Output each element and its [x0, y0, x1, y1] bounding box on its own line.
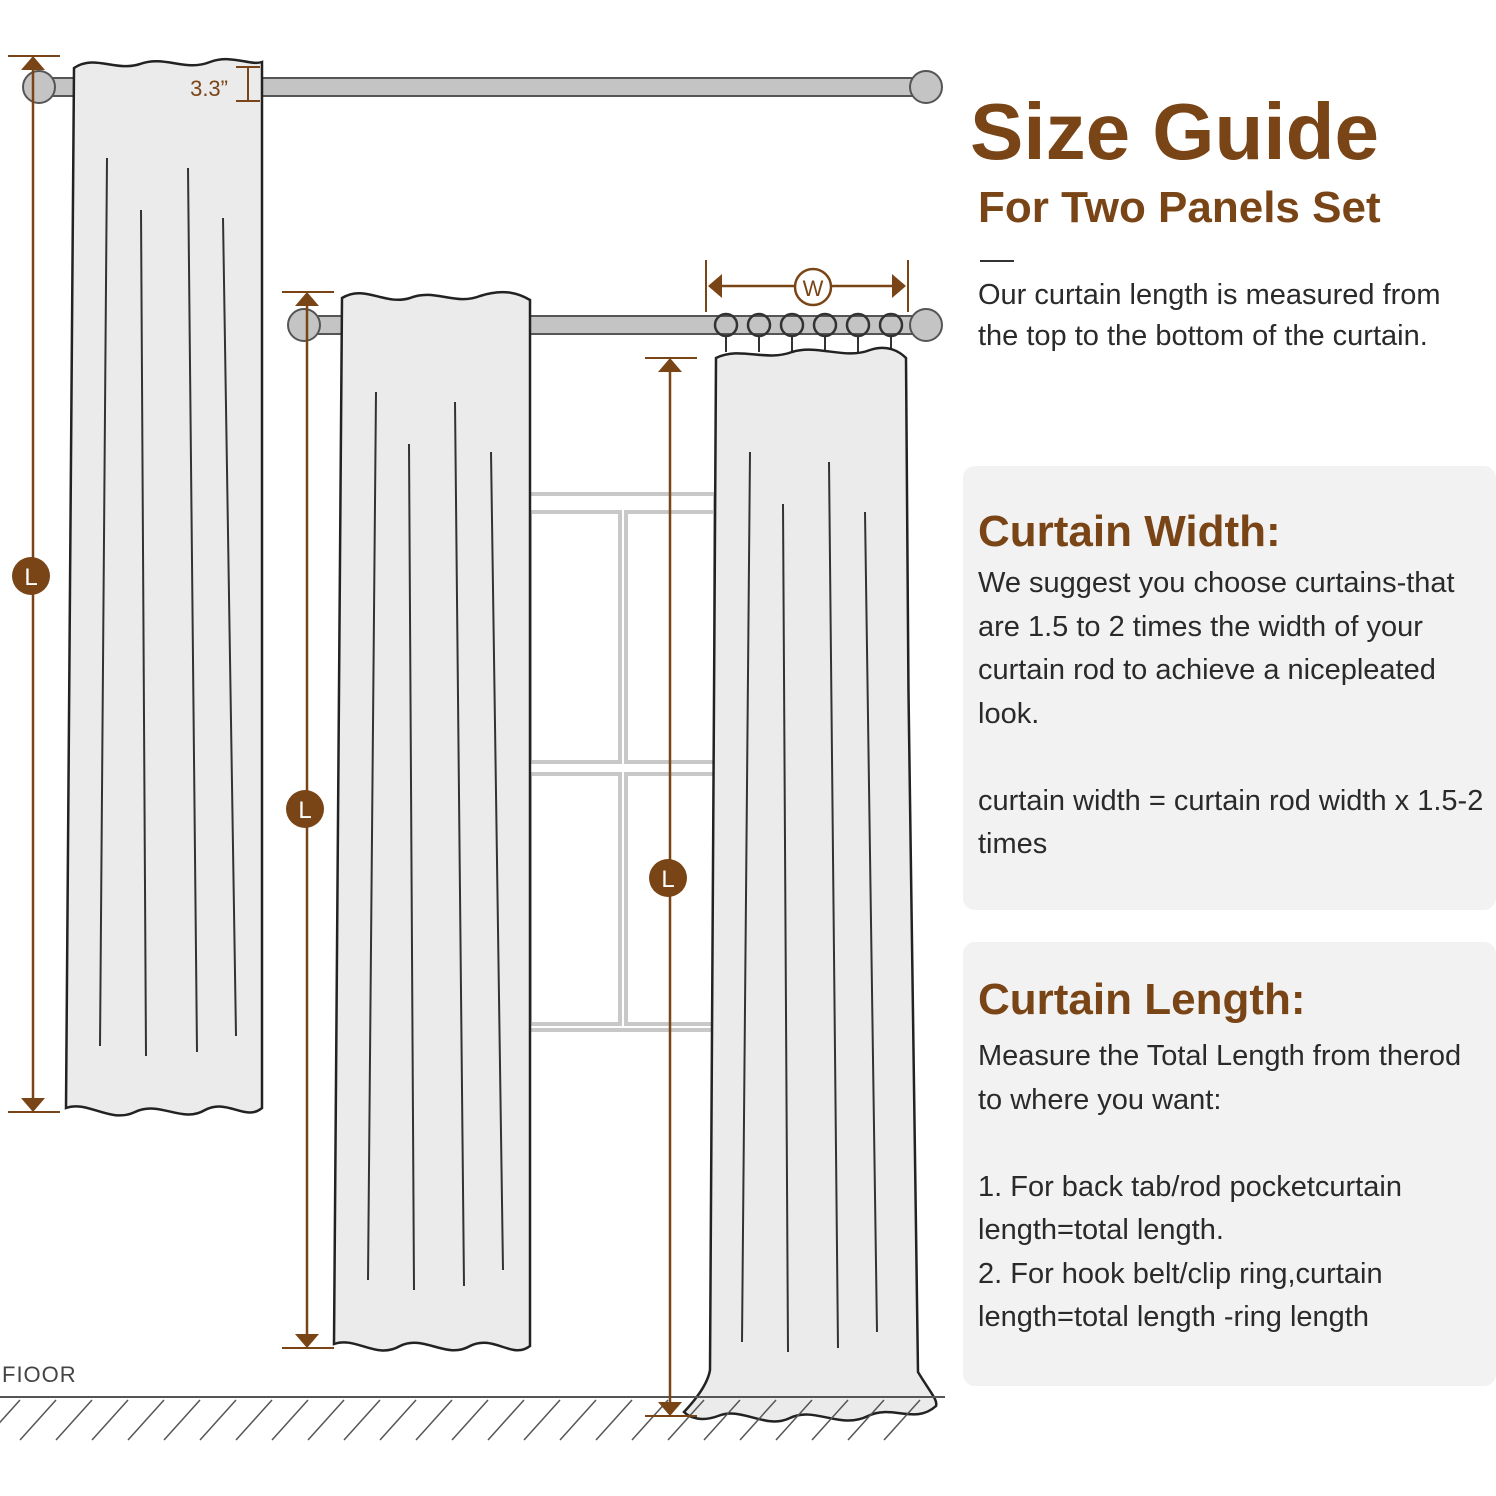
- page-title: Size Guide: [970, 87, 1379, 176]
- floor-hatch-line: [0, 1399, 21, 1424]
- curtain-diagram: L L L W 3.3”: [0, 55, 945, 1441]
- curtain-panel-clip-ring: [682, 346, 938, 1423]
- window: [518, 492, 718, 1032]
- svg-text:L: L: [24, 564, 37, 591]
- curtain-width-title: Curtain Width:: [978, 507, 1281, 556]
- floor-hatch-line: [127, 1399, 165, 1441]
- floor-hatch-line: [487, 1399, 525, 1441]
- curtain-length-card: Curtain Length: Measure the Total Length…: [963, 942, 1496, 1386]
- gap-dimension: [236, 66, 260, 102]
- svg-text:W: W: [803, 276, 824, 301]
- floor-label: FIOOR: [2, 1362, 77, 1387]
- page-subtitle: For Two Panels Set: [978, 183, 1381, 232]
- curtain-panel-grommet: [64, 57, 264, 1117]
- divider: [980, 260, 1014, 262]
- floor-hatch-line: [271, 1399, 309, 1441]
- svg-text:L: L: [298, 797, 311, 824]
- curtain-panel-rod-pocket: [332, 290, 532, 1352]
- floor-hatch-line: [307, 1399, 345, 1441]
- floor-hatch-line: [55, 1399, 93, 1441]
- width-marker: W: [793, 267, 833, 307]
- clip-rings: [713, 312, 904, 352]
- length-marker-1: L: [12, 557, 50, 595]
- floor-hatch-line: [703, 1399, 741, 1441]
- floor-hatch-line: [19, 1399, 57, 1441]
- floor: [0, 1396, 945, 1441]
- floor-hatch-line: [667, 1399, 705, 1441]
- floor-hatch-line: [91, 1399, 129, 1441]
- gap-label: 3.3”: [190, 76, 228, 101]
- floor-hatch-line: [847, 1399, 885, 1441]
- floor-hatch-line: [739, 1399, 777, 1441]
- curtain-length-title: Curtain Length:: [978, 975, 1306, 1024]
- svg-text:L: L: [661, 866, 674, 893]
- floor-hatch-line: [595, 1399, 633, 1441]
- floor-hatch-line: [559, 1399, 597, 1441]
- floor-hatch-line: [379, 1399, 417, 1441]
- curtain-width-body: We suggest you choose curtains-that are …: [978, 567, 1484, 860]
- intro-text: Our curtain length is measured from the …: [978, 279, 1441, 352]
- floor-hatch-line: [163, 1399, 201, 1441]
- floor-hatch-line: [811, 1399, 849, 1441]
- curtain-width-card: Curtain Width: We suggest you choose cur…: [963, 466, 1496, 910]
- floor-hatch-line: [235, 1399, 273, 1441]
- length-marker-2: L: [286, 790, 324, 828]
- floor-hatch-line: [415, 1399, 453, 1441]
- floor-hatch-line: [775, 1399, 813, 1441]
- floor-hatch-line: [883, 1399, 921, 1441]
- floor-hatch-line: [523, 1399, 561, 1441]
- floor-hatch-line: [451, 1399, 489, 1441]
- length-marker-3: L: [649, 859, 687, 897]
- curtain-length-body: Measure the Total Length from therod to …: [978, 1040, 1462, 1333]
- floor-hatch-line: [199, 1399, 237, 1441]
- width-dimension: [705, 260, 909, 312]
- floor-hatch-line: [343, 1399, 381, 1441]
